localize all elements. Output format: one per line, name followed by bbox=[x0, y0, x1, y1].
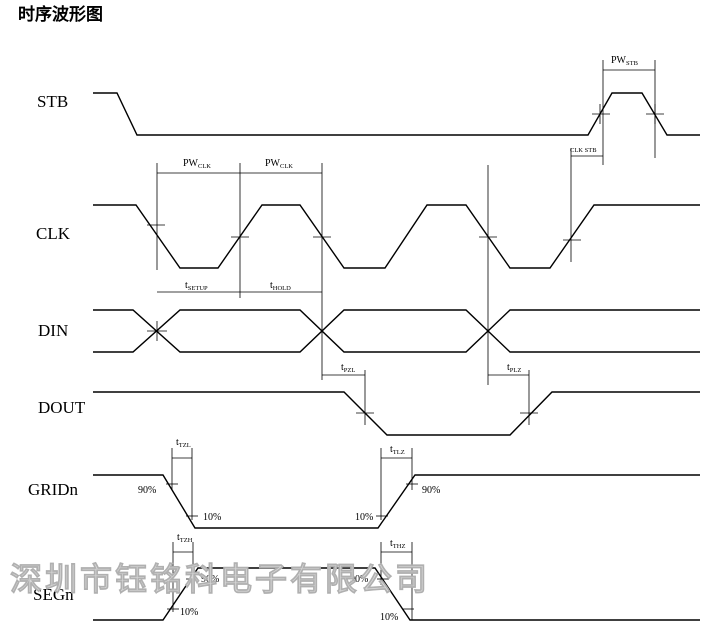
signal-label-clk: CLK bbox=[36, 224, 71, 243]
clk-crossing-marks bbox=[147, 224, 581, 241]
din-crossing-marks bbox=[147, 321, 167, 341]
din-waveform-upper bbox=[93, 309, 700, 353]
pw-clk-label-1: PWCLK bbox=[183, 158, 211, 170]
dout-waveform bbox=[93, 391, 700, 436]
seg-10-right-label: 10% bbox=[380, 612, 398, 623]
signal-label-seg: SEGn bbox=[33, 585, 74, 604]
t-pzl-label: tPZL bbox=[341, 362, 355, 374]
signal-label-din: DIN bbox=[38, 321, 68, 340]
pzl-plz-markers bbox=[322, 370, 530, 425]
watermark-text: 深圳市钰铭科电子有限公司 bbox=[10, 560, 430, 598]
signal-label-dout: DOUT bbox=[38, 398, 86, 417]
t-tlz-label: tTLZ bbox=[390, 444, 405, 456]
clk-stb-marker bbox=[570, 148, 603, 262]
seg-crossing-marks bbox=[167, 578, 414, 610]
seg-10-left-label: 10% bbox=[180, 607, 198, 618]
tzl-tlz-markers bbox=[171, 448, 413, 520]
grid-90-right-label: 90% bbox=[422, 485, 440, 496]
t-hold-label: tHOLD bbox=[270, 280, 291, 292]
grid-crossing-marks bbox=[166, 483, 418, 517]
pw-clk-markers bbox=[156, 163, 323, 298]
pw-clk-label-2: PWCLK bbox=[265, 158, 293, 170]
din-waveform-lower bbox=[93, 309, 700, 353]
t-thz-label: tTHZ bbox=[390, 538, 405, 550]
t-tzl-label: tTZL bbox=[176, 437, 191, 449]
clk-stb-label: CLK STB bbox=[570, 147, 597, 154]
t-plz-label: tPLZ bbox=[507, 362, 521, 374]
clk-waveform bbox=[93, 204, 700, 269]
t-setup-label: tSETUP bbox=[185, 280, 208, 292]
grid-90-left-label: 90% bbox=[138, 485, 156, 496]
t-tzh-label: tTZH bbox=[177, 532, 193, 544]
grid-waveform bbox=[93, 474, 700, 529]
grid-10-right-label: 10% bbox=[355, 512, 373, 523]
signal-label-stb: STB bbox=[37, 92, 68, 111]
seg-90-left-label: 90% bbox=[201, 574, 219, 585]
signal-label-grid: GRIDn bbox=[28, 480, 79, 499]
seg-waveform bbox=[93, 567, 700, 621]
grid-10-left-label: 10% bbox=[203, 512, 221, 523]
page-title: 时序波形图 bbox=[18, 4, 103, 25]
seg-90-right-label: 90% bbox=[350, 574, 368, 585]
pw-stb-marker bbox=[602, 60, 656, 165]
pw-stb-label: PWSTB bbox=[611, 55, 639, 67]
